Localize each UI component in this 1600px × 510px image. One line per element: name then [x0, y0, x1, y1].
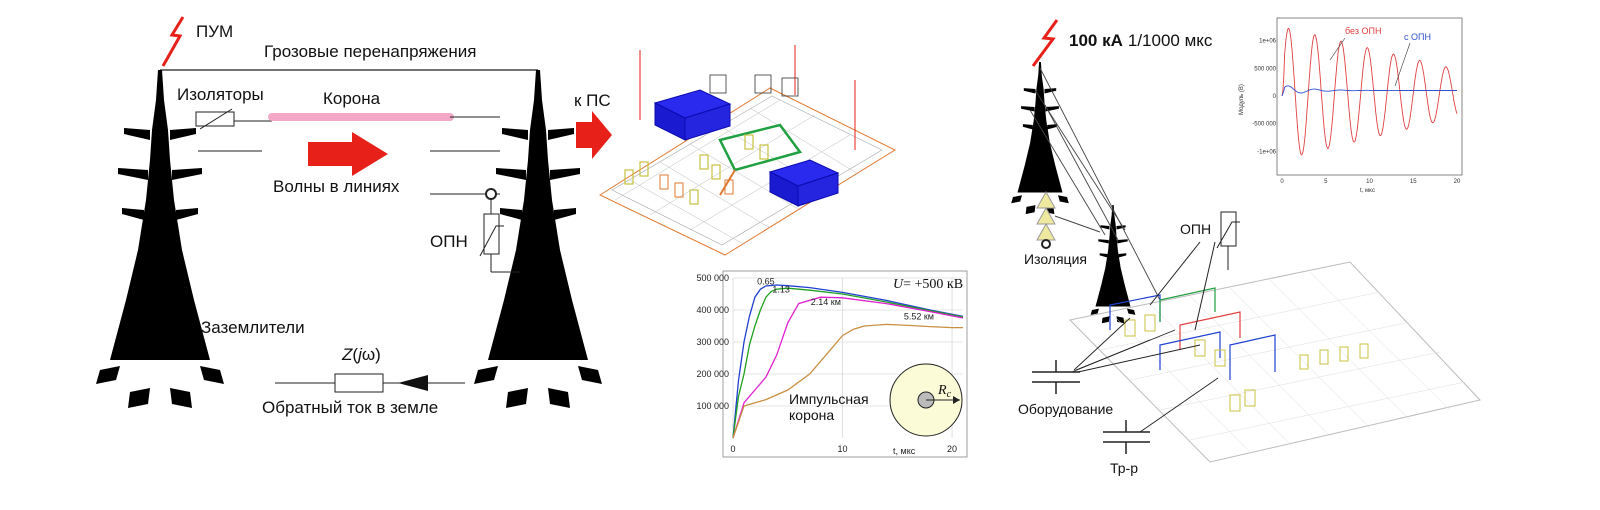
stroke-lightning-icon: [1031, 19, 1059, 67]
transformer-label: Тр-р: [1110, 460, 1138, 476]
corona-y-tick-label: 500 000: [696, 273, 729, 283]
corona-chart: 100 000 200 000 300 000 400 000 500 000 0 10 2…: [696, 270, 968, 458]
lightning-bolt-icon: [161, 16, 185, 67]
corona-label: Корона: [323, 89, 381, 108]
strike-tower: [1011, 62, 1069, 215]
corona-x-tick-label: 10: [838, 444, 848, 454]
voltage-chart-y-ticks: -1e+06 -500 000 0 500 000 1e+06: [1252, 39, 1276, 156]
radius-label: Rc: [937, 383, 952, 400]
insulator-icon: [195, 111, 235, 127]
corona-y-tick-label: 400 000: [696, 305, 729, 315]
voltage-x-tick-label: 10: [1366, 179, 1373, 185]
right-arrester-label: ОПН: [1180, 221, 1211, 237]
arrester-label: ОПН: [430, 232, 468, 251]
corona-series-line: [732, 284, 964, 439]
impedance-label: Z(jω): [341, 345, 381, 364]
to-substation-arrow-icon: [576, 111, 612, 159]
voltage-x-tick-label: 20: [1454, 179, 1461, 185]
voltage-chart-xlabel: t, мкс: [1360, 188, 1375, 194]
substation-3d-model: [598, 45, 897, 256]
left-overvoltage-diagram: ПУМ Грозовые перенапряжения Изоляторы Ко…: [96, 16, 612, 417]
voltage-y-tick-label: -500 000: [1252, 122, 1276, 128]
overvoltage-title: Грозовые перенапряжения: [264, 42, 476, 61]
corona-series-line: [732, 296, 964, 439]
voltage-y-tick-label: 0: [1273, 94, 1277, 100]
voltage-series-line: [1281, 27, 1458, 156]
waves-label: Волны в линиях: [273, 177, 400, 196]
voltage-y-tick-label: -1e+06: [1257, 149, 1277, 155]
grounding-label: Заземлители: [201, 318, 305, 337]
corona-y-tick-label: 100 000: [696, 401, 729, 411]
legend-with-arrester: с ОПН: [1404, 32, 1431, 42]
voltage-y-tick-label: 1e+06: [1259, 39, 1277, 45]
corona-series-line: [732, 323, 963, 439]
equipment-label: Оборудование: [1018, 401, 1113, 417]
corona-chart-y-ticks: 100 000 200 000 300 000 400 000 500 000: [696, 273, 729, 411]
corona-chart-series: [732, 284, 964, 439]
corona-series-label: 5.52 км: [904, 312, 934, 322]
equipment-capacitor-icon: [1032, 360, 1080, 394]
voltage-chart-ylabel: Модуль (В): [1239, 84, 1245, 115]
voltage-x-tick-label: 5: [1324, 179, 1328, 185]
return-current-arrow-icon: [398, 375, 428, 391]
voltage-y-tick-label: 500 000: [1254, 66, 1276, 72]
wave-arrow-icon: [308, 132, 388, 176]
corona-chart-series-labels: 0.651.13 2.14 км 5.52 км: [757, 276, 934, 321]
corona-series-label: 0.65: [757, 276, 775, 286]
corona-chart-xlabel: t, мкс: [893, 446, 916, 456]
voltage-x-tick-label: 15: [1410, 179, 1417, 185]
corona-series-label: 2.14 км: [811, 297, 841, 307]
legend-without-arrester: без ОПН: [1345, 26, 1381, 36]
transformer-capacitor-icon: [1103, 420, 1150, 454]
voltage-series-line: [1281, 85, 1457, 97]
impulse-corona-label-line1: Импульсная: [789, 391, 869, 407]
voltage-chart-series: [1281, 27, 1458, 156]
corona-x-tick-label: 0: [730, 444, 735, 454]
voltage-chart: -1e+06 -500 000 0 500 000 1e+06 0 5 10 15 20 Мод…: [1239, 17, 1463, 194]
impulse-corona-label-line2: корона: [789, 407, 834, 423]
ground-impedance-icon: [334, 373, 384, 393]
return-current-label: Обратный ток в земле: [262, 398, 438, 417]
insulation-label: Изоляция: [1024, 251, 1087, 267]
insulators-label: Изоляторы: [177, 85, 264, 104]
corona-y-tick-label: 200 000: [696, 369, 729, 379]
voltage-x-tick-label: 0: [1280, 179, 1284, 185]
corona-chart-x-ticks: 0 10 20: [730, 444, 957, 454]
voltage-chart-frame: [1276, 17, 1463, 176]
to-substation-label: к ПС: [574, 91, 611, 110]
corona-series-label: 1.13: [772, 284, 790, 294]
corona-x-tick-label: 20: [947, 444, 957, 454]
corona-y-tick-label: 300 000: [696, 337, 729, 347]
arrester-node-icon: [485, 188, 497, 200]
corona-series-line: [732, 287, 964, 439]
insulation-string-icon: [1036, 190, 1056, 249]
voltage-chart-x-ticks: 0 5 10 15 20: [1280, 179, 1461, 185]
lightning-label: ПУМ: [196, 22, 233, 41]
corona-chart-title: U= +500 кВ: [893, 277, 963, 292]
